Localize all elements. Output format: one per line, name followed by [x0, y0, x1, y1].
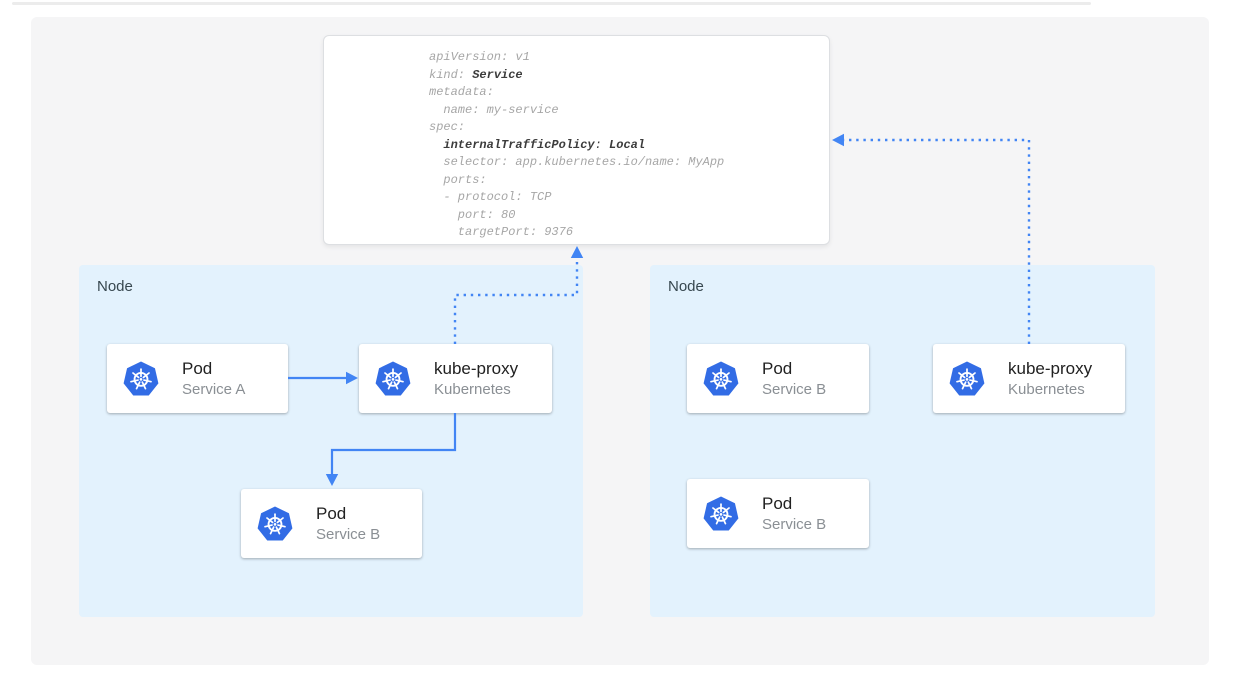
card-pod-service-a: Pod Service A	[107, 344, 288, 413]
card-subtitle: Kubernetes	[434, 381, 511, 398]
card-subtitle: Service B	[762, 381, 827, 398]
node-right: Node	[650, 265, 1155, 617]
card-pod-service-b-left: Pod Service B	[241, 489, 422, 558]
yaml-code: apiVersion: v1 kind: Service metadata: nam…	[429, 49, 829, 242]
card-subtitle: Service B	[762, 516, 827, 533]
card-title: Pod	[182, 359, 213, 378]
card-kube-proxy-right: kube-proxy Kubernetes	[933, 344, 1125, 413]
yaml-line: metadata:	[429, 85, 494, 99]
card-title: Pod	[762, 359, 793, 378]
card-title: kube-proxy	[1008, 359, 1093, 378]
card-title: Pod	[316, 504, 347, 523]
yaml-line: name: my-service	[429, 102, 559, 117]
yaml-line: port: 80	[429, 207, 516, 222]
node-left: Node	[79, 265, 583, 617]
kubernetes-icon	[374, 360, 412, 398]
card-pod-service-b-top-right: Pod Service B	[687, 344, 869, 413]
node-label: Node	[668, 278, 704, 295]
card-subtitle: Service A	[182, 381, 246, 398]
card-title: Pod	[762, 494, 793, 513]
card-subtitle: Service B	[316, 526, 381, 543]
kubernetes-icon	[702, 360, 740, 398]
yaml-config-box: apiVersion: v1 kind: Service metadata: nam…	[323, 35, 830, 245]
card-pod-service-b-bottom-right: Pod Service B	[687, 479, 869, 548]
yaml-line: internalTrafficPolicy: Local	[443, 137, 646, 152]
card-kube-proxy-left: kube-proxy Kubernetes	[359, 344, 552, 413]
kubernetes-icon	[256, 505, 294, 543]
card-subtitle: Kubernetes	[1008, 381, 1085, 398]
yaml-line: ports:	[429, 172, 487, 187]
node-label: Node	[97, 278, 133, 295]
card-title: kube-proxy	[434, 359, 519, 378]
yaml-line: kind: Service	[429, 67, 523, 82]
kubernetes-icon	[948, 360, 986, 398]
kubernetes-icon	[122, 360, 160, 398]
yaml-line: apiVersion: v1	[429, 50, 530, 64]
yaml-line: - protocol: TCP	[429, 190, 552, 204]
kubernetes-icon	[702, 495, 740, 533]
yaml-line: spec:	[429, 120, 466, 134]
yaml-line: targetPort: 9376	[429, 225, 574, 239]
top-divider-line	[12, 2, 1091, 5]
yaml-line: selector: app.kubernetes.io/name: MyApp	[429, 155, 725, 169]
